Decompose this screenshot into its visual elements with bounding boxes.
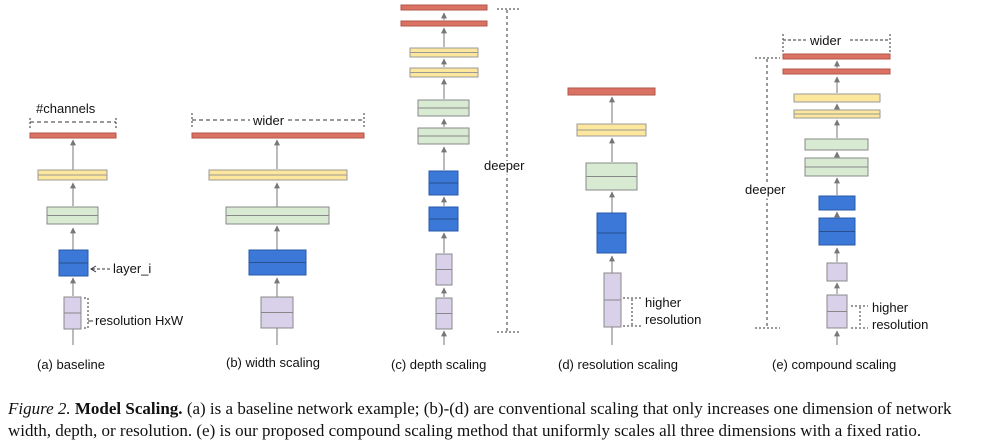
subcaption-e: (e) compound scaling [772,357,896,372]
yellow-block [793,93,881,103]
green-block [804,138,869,151]
panel-e-compound-scaling: wider deeper higher resolution (e) compo… [743,33,928,372]
subcaption-d: (d) resolution scaling [558,357,678,372]
deeper-label: deeper [745,182,786,197]
red-block [191,132,365,139]
model-scaling-figure: #channels layer_i resolution HxW (a) bas… [29,4,928,372]
panel-a-baseline: #channels layer_i resolution HxW (a) bas… [29,101,184,372]
subcaption-c: (c) depth scaling [391,357,486,372]
purple-block [826,262,848,282]
channels-label: #channels [36,101,96,116]
red-block [29,132,117,139]
panel-c-depth-scaling: deeper (c) depth scaling [391,4,527,372]
deeper-label: deeper [484,158,525,173]
red-block [567,87,656,96]
caption-label: Figure 2. [8,399,71,418]
wider-label: wider [252,113,285,128]
red-block [400,4,488,11]
figure-caption: Figure 2. Model Scaling. (a) is a baseli… [8,398,978,442]
panel-b-width-scaling: wider (b) width scaling [191,113,365,370]
resolution-hxw-label: resolution HxW [95,313,184,328]
panel-d-resolution-scaling: higher resolution (d) resolution scaling [558,87,701,372]
resolution-label: resolution [872,317,928,332]
subcaption-b: (b) width scaling [226,355,320,370]
higher-label: higher [872,300,909,315]
blue-block [818,195,856,211]
red-block [782,53,891,60]
resolution-label: resolution [645,312,701,327]
red-block [400,20,488,27]
caption-title: Model Scaling. [74,399,183,418]
red-block [782,68,891,75]
higher-label: higher [645,295,682,310]
caption-text: (a) is a baseline network example; (b)-(… [8,399,952,440]
wider-label: wider [809,33,842,48]
subcaption-a: (a) baseline [37,357,105,372]
layer-i-label: layer_i [113,261,151,276]
